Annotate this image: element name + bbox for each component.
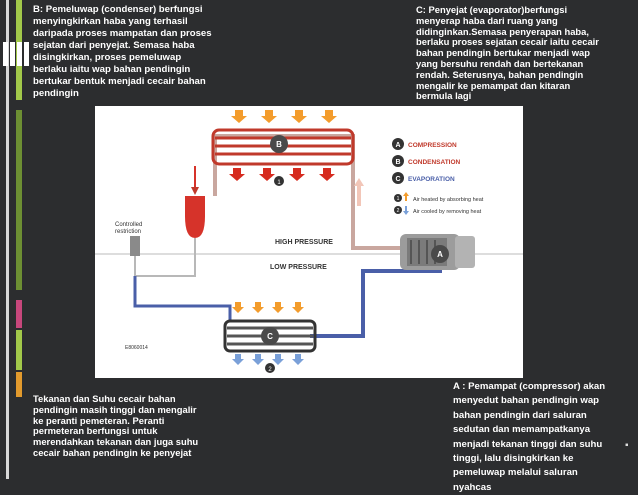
marker-c: C [267,332,273,341]
logo-icon [3,40,31,68]
deco-bar-pink [16,300,22,328]
legend-cold-arrow-icon [403,206,409,215]
refrigeration-cycle-diagram: HIGH PRESSURE LOW PRESSURE B 1 [95,106,523,378]
marker-1: 1 [277,180,281,186]
marker-c-circle [261,327,279,345]
legend-number-2: 2 [397,208,400,214]
marker-2: 2 [268,367,272,373]
deco-bar-green-3 [16,110,22,290]
restriction-valve [130,236,140,256]
legend-hot-arrow-icon [403,192,409,201]
marker-b: B [276,140,282,149]
legend-letter-b: B [395,159,400,166]
low-pressure-label: LOW PRESSURE [270,264,327,271]
hot-air-arrows-bottom [229,168,335,181]
legend-number-1: 1 [397,196,400,202]
legend-letter-a: A [395,142,400,149]
upflow-arrow [354,178,364,206]
cold-air-arrows-bottom [232,354,304,365]
high-pressure-label: HIGH PRESSURE [275,239,333,246]
cycle-svg: HIGH PRESSURE LOW PRESSURE B 1 [95,110,523,373]
right-bottom-mark: ▪ [625,440,629,451]
marker-a: A [437,250,443,259]
marker-2-circle [265,363,275,373]
hot-air-arrows-top [231,110,337,123]
legend-evaporation: EVAPORATION [408,176,455,183]
legend-air-cooled: Air cooled by removing heat [413,209,482,215]
compressor-description: A : Pemampat (compressor) akan menyedut … [453,381,606,493]
marker-a-circle [431,245,449,263]
deco-bar-white [6,0,9,479]
legend-condensation: CONDENSATION [408,159,461,166]
liquid-line [134,238,196,277]
legend-air-heated: Air heated by absorbing heat [413,197,484,203]
deco-bar-green-2 [16,330,22,370]
expansion-description: Tekanan dan Suhu cecair bahan pendingin … [33,393,199,458]
deco-bar-orange [16,372,22,397]
legend-letter-c: C [395,176,400,183]
evaporator-description: C: Penyejat (evaporator)berfungsi menyer… [416,4,599,102]
figure-code: E8060014 [125,345,148,351]
restriction-outlet-line [133,276,232,321]
marker-b-circle [270,135,288,153]
legend: A COMPRESSION B CONDENSATION C EVAPORATI… [392,138,484,215]
cold-air-arrows-top [232,302,304,313]
receiver-tank [185,196,205,238]
condenser-description: B: Pemeluwap (condenser) berfungsi menyi… [33,4,212,99]
marker-1-circle [274,176,284,186]
legend-compression: COMPRESSION [408,142,457,149]
